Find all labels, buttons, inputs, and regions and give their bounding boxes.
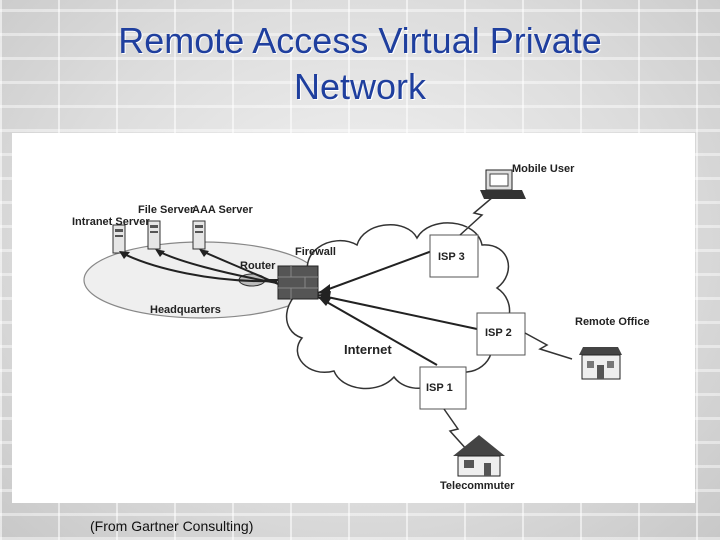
label-mobile-user: Mobile User [512,163,575,175]
label-internet: Internet [344,342,392,357]
diagram-svg: Mobile User File Server AAA Server Intra… [72,163,650,492]
label-headquarters: Headquarters [150,304,221,316]
label-aaa-server: AAA Server [192,204,253,216]
arrowhead-isp1 [318,297,332,306]
firewall-icon [277,265,319,300]
wireless-link-telecommuter [443,408,469,452]
label-file-server: File Server [138,204,195,216]
title-line-1: Remote Access Virtual Private [118,20,602,61]
label-remote-office: Remote Office [575,316,650,328]
arrowhead-file [155,249,165,257]
isp2-box [476,312,526,356]
aaa-server-icon [192,220,206,250]
label-intranet-server: Intranet Server [72,216,150,228]
title-line-2: Network [293,66,427,107]
laptop-icon [480,169,526,199]
wireless-link-remote-office [524,332,573,360]
isp1-box [419,366,467,410]
intranet-server-icon [112,224,126,254]
label-firewall: Firewall [295,246,336,258]
arrowhead-intranet [119,251,130,259]
label-router: Router [240,260,276,272]
label-isp3: ISP 3 [438,251,465,263]
slide-title: Remote Access Virtual Private Network [0,18,720,110]
vpn-tunnels [317,250,478,366]
source-caption: (From Gartner Consulting) [90,518,254,534]
label-telecommuter: Telecommuter [440,480,515,492]
office-building-icon [579,347,622,380]
isp3-box [429,234,479,278]
wireless-link-mobile [459,190,501,236]
file-server-icon [147,220,161,250]
label-isp2: ISP 2 [485,327,512,339]
house-icon [453,435,505,477]
arrowhead-aaa [199,249,209,257]
network-diagram: Mobile User File Server AAA Server Intra… [12,133,695,503]
label-isp1: ISP 1 [426,382,453,394]
